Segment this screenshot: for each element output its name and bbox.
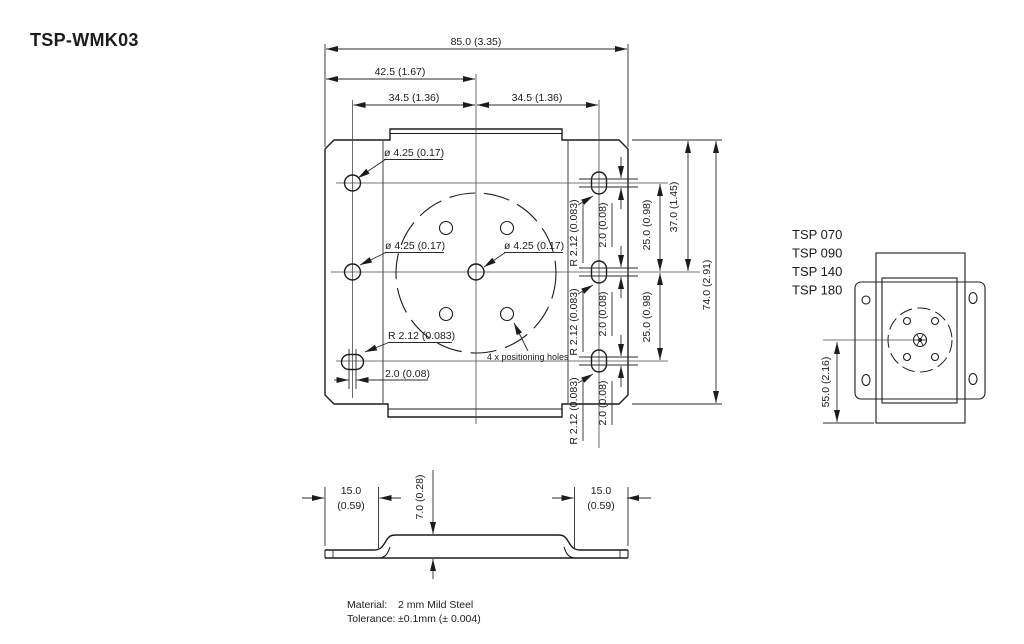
flange-slot-bottom-left — [861, 373, 871, 387]
leader-slot-bl — [364, 341, 391, 353]
positioning-hole-2 — [499, 220, 515, 236]
dim-slot-bl-length: 2.0 (0.08) — [385, 368, 430, 380]
dim-row-spacing-upper: 25.0 (0.98) — [641, 200, 653, 251]
dim-hole-center: ø 4.25 (0.17) — [504, 240, 564, 252]
model-tsp-090: TSP 090 — [792, 246, 842, 261]
dim-hole-top-left: ø 4.25 (0.17) — [384, 147, 444, 159]
dim-slot-r2-radius: R 2.12 (0.083) — [568, 288, 580, 355]
front-view: 85.0 (3.35) 42.5 (1.67) 34.5 (1.36) 34.5… — [324, 36, 722, 448]
model-tsp-140: TSP 140 — [792, 264, 842, 279]
profile-view: 15.0 (0.59) 15.0 (0.59) 7.0 (0.28) — [302, 470, 651, 579]
tolerance-value: ±0.1mm (± 0.004) — [398, 613, 481, 625]
tolerance-label: Tolerance: — [347, 613, 395, 625]
part-number-title: TSP-WMK03 — [30, 30, 139, 50]
bracket-center-plate — [881, 277, 958, 404]
material-label: Material: — [347, 599, 387, 611]
dim-slot-r1-length: 2.0 (0.08) — [597, 203, 609, 248]
dim-total-width: 85.0 (3.35) — [451, 36, 502, 48]
dim-flange-right-in: (0.59) — [587, 500, 614, 512]
slot-bottom-left — [340, 353, 365, 371]
profile-left-bend-inner — [379, 546, 391, 559]
model-tsp-180: TSP 180 — [792, 283, 842, 298]
hole-top-left — [343, 174, 362, 192]
side-view: TSP 070 TSP 090 TSP 140 TSP 180 5 — [792, 227, 986, 424]
dim-slot-r3-radius: R 2.12 (0.083) — [568, 377, 580, 444]
dim-flange-right-mm: 15.0 — [591, 485, 612, 497]
side-positioning-hole-1 — [902, 316, 912, 326]
dim-left-hole-offset: 34.5 (1.36) — [389, 92, 440, 104]
dim-row-spacing-lower: 25.0 (0.98) — [641, 292, 653, 343]
hole-center — [467, 263, 485, 281]
device-body-outline — [875, 252, 966, 424]
flange-slot-bottom-right — [968, 372, 978, 386]
dim-flange-left-in: (0.59) — [337, 500, 364, 512]
dim-slot-r1-radius: R 2.12 (0.083) — [568, 199, 580, 266]
leader-slot-r3 — [577, 373, 594, 384]
positioning-hole-1 — [438, 220, 454, 236]
slot-right-1 — [590, 171, 608, 195]
side-positioning-hole-4 — [930, 352, 940, 362]
dim-top-to-center: 37.0 (1.45) — [668, 182, 680, 233]
side-positioning-hole-3 — [902, 352, 912, 362]
dim-hole-mid-left: ø 4.25 (0.17) — [385, 240, 445, 252]
plate-outline — [324, 128, 629, 418]
profile-right-bend-inner — [563, 546, 575, 559]
leader-slot-r1 — [577, 195, 594, 206]
slot-right-3 — [590, 349, 608, 373]
material-value: 2 mm Mild Steel — [398, 599, 473, 611]
note-positioning-holes: 4 x positioning holes — [487, 352, 569, 362]
leader-hole-top-left — [357, 158, 387, 179]
notes-block: Material: 2 mm Mild Steel Tolerance: ±0.… — [347, 599, 481, 625]
dim-slot-r3-length: 2.0 (0.08) — [597, 381, 609, 426]
dim-depth: 7.0 (0.28) — [414, 475, 426, 520]
dim-slot-r2-length: 2.0 (0.08) — [597, 292, 609, 337]
bracket-flange-outline — [854, 281, 986, 400]
dim-half-width: 42.5 (1.67) — [375, 66, 426, 78]
leader-slot-r2 — [577, 284, 594, 295]
bolt-circle-phantom — [395, 192, 557, 354]
leader-hole-mid-left — [359, 251, 388, 266]
dim-total-height: 74.0 (2.91) — [701, 260, 713, 311]
leader-positioning-holes — [513, 322, 529, 352]
slot-right-2 — [590, 260, 608, 284]
dim-slot-bl-radius: R 2.12 (0.083) — [388, 330, 455, 342]
hole-mid-left — [343, 263, 362, 281]
side-positioning-hole-2 — [930, 316, 940, 326]
flange-slot-top-right — [968, 291, 978, 305]
positioning-hole-4 — [499, 306, 515, 322]
dim-center-to-bottom: 55.0 (2.16) — [820, 357, 832, 408]
positioning-hole-3 — [438, 306, 454, 322]
profile-top-contour — [325, 534, 628, 551]
dim-flange-left-mm: 15.0 — [341, 485, 362, 497]
dim-right-hole-offset: 34.5 (1.36) — [512, 92, 563, 104]
flange-hole-top-left — [861, 295, 871, 305]
leader-hole-center — [483, 251, 507, 268]
model-tsp-070: TSP 070 — [792, 227, 842, 242]
